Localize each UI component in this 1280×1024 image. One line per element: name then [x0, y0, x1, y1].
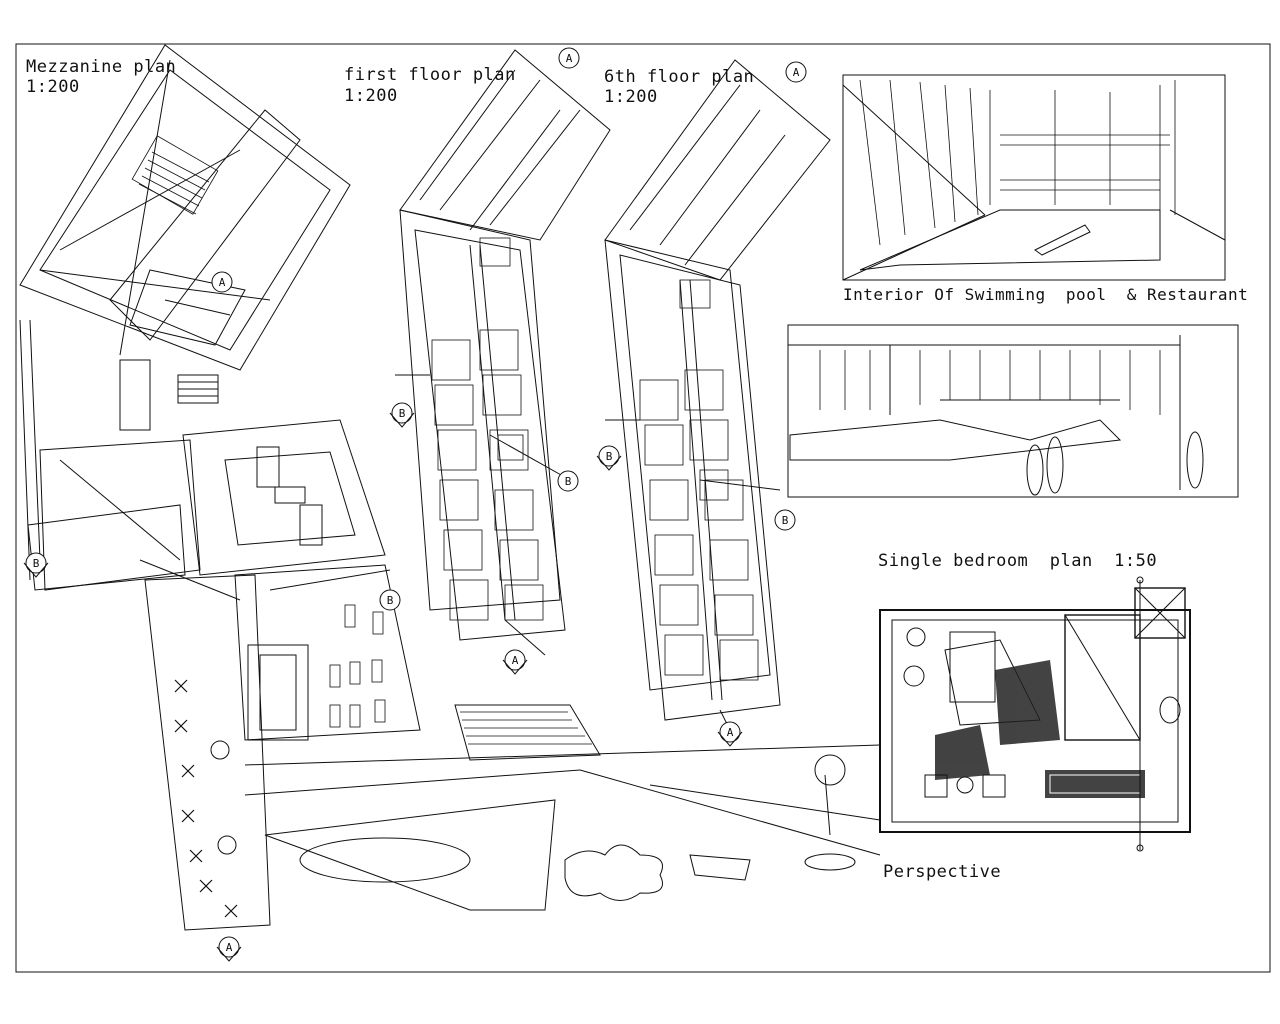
bedroom-plan-title: Single bedroom plan 1:50: [878, 551, 1158, 571]
section-marker-b: B: [23, 552, 49, 578]
svg-text:B: B: [399, 407, 406, 420]
first-floor-plan-scale: 1:200: [344, 86, 398, 106]
svg-text:B: B: [565, 475, 572, 488]
svg-text:A: A: [512, 654, 519, 667]
svg-text:A: A: [566, 52, 573, 65]
svg-text:A: A: [727, 726, 734, 739]
section-marker-a: A: [558, 47, 580, 69]
section-marker-b: B: [557, 470, 579, 492]
single-bedroom-plan: [879, 576, 1191, 852]
svg-text:A: A: [219, 276, 226, 289]
pool-interior-perspective: [842, 74, 1226, 281]
first-floor-plan-title: first floor plan: [344, 65, 516, 85]
svg-text:A: A: [226, 941, 233, 954]
mezzanine-plan-scale: 1:200: [26, 77, 80, 97]
restaurant-perspective: [787, 324, 1239, 498]
site-perspective: [244, 704, 881, 911]
section-marker-b: B: [774, 509, 796, 531]
sixth-floor-plan: [604, 59, 831, 731]
mezzanine-plan: [19, 44, 421, 931]
mezzanine-plan-title: Mezzanine plan: [26, 57, 177, 77]
svg-text:A: A: [793, 66, 800, 79]
section-marker-a: A: [216, 936, 242, 962]
sixth-floor-plan-title: 6th floor plan: [604, 67, 755, 87]
svg-text:B: B: [33, 557, 40, 570]
section-marker-a: A: [717, 721, 743, 747]
section-marker-b: B: [596, 445, 622, 471]
first-floor-plan: [395, 49, 611, 656]
pool-caption: Interior Of Swimming pool & Restaurant: [843, 285, 1249, 304]
sheet-border: [15, 43, 1271, 973]
section-marker-b: B: [379, 589, 401, 611]
section-marker-a: A: [785, 61, 807, 83]
perspective-label: Perspective: [883, 862, 1002, 882]
section-marker-a: A: [502, 649, 528, 675]
section-markers: B B B B B B A A: [23, 47, 807, 962]
section-marker-b: B: [389, 402, 415, 428]
svg-text:B: B: [782, 514, 789, 527]
sixth-floor-plan-scale: 1:200: [604, 87, 658, 107]
svg-text:B: B: [606, 450, 613, 463]
section-marker-a: A: [211, 271, 233, 293]
svg-text:B: B: [387, 594, 394, 607]
